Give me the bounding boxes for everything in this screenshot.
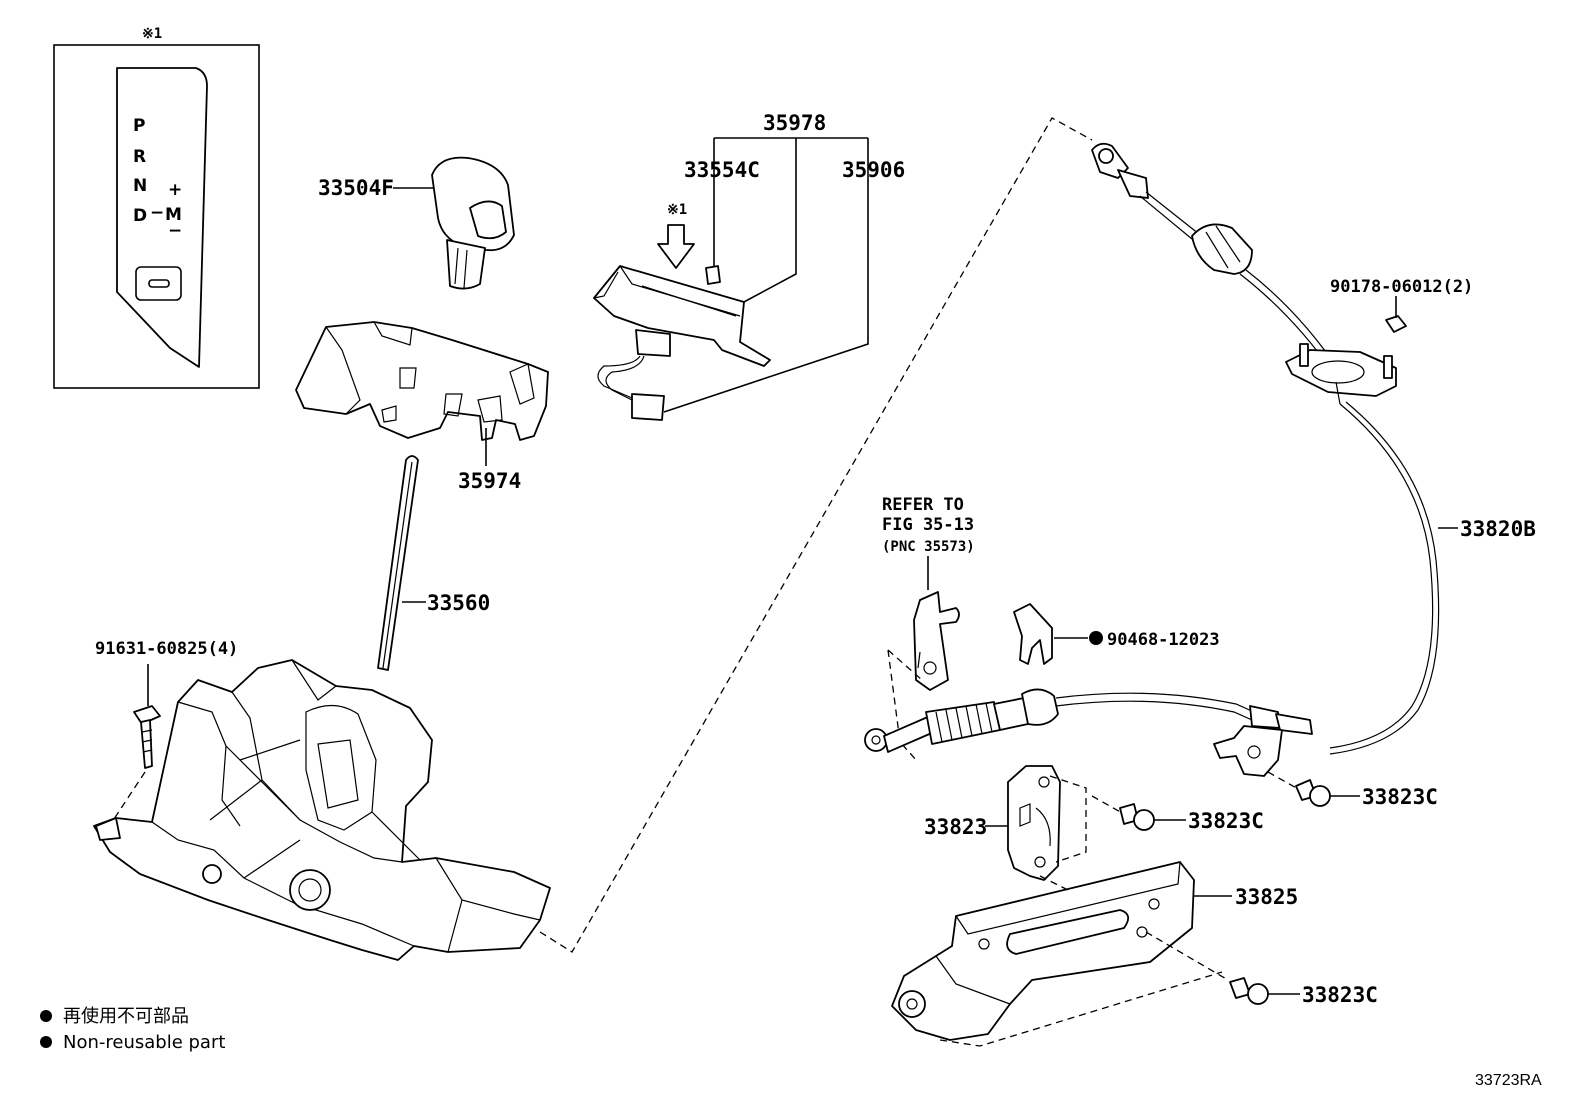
gate-r: R [133, 147, 146, 167]
label-shift-lever: 33560 [427, 591, 490, 615]
gate-minus: − [168, 221, 182, 241]
refer-line1: REFER TO [882, 495, 964, 515]
gate-m: M [165, 205, 182, 225]
label-retainer: 33823 [924, 815, 987, 839]
inset-shift-plate: ※1 P R N D + M − − [53, 26, 260, 389]
inset-frame [53, 44, 260, 389]
label-cable-bolt-a: 33823C [1362, 785, 1438, 809]
label-cable-nut: 90178-06012(2) [1330, 277, 1473, 297]
shift-lever [377, 455, 419, 671]
dash-support-bracket [939, 875, 1229, 1047]
support-bracket [891, 861, 1195, 1041]
shift-knob [431, 156, 515, 290]
indicator-housing [295, 321, 549, 441]
label-support-bracket: 33825 [1235, 885, 1298, 909]
dash-lever-bolt [111, 771, 146, 823]
label-lever-bolt: 91631-60825(4) [95, 639, 238, 659]
ref-code: 33723RA [1475, 1072, 1542, 1089]
refer-line2: FIG 35-13 [882, 515, 974, 535]
cable-bolt-a [1295, 779, 1331, 807]
wire-harness [597, 190, 869, 421]
plate-button-frame [135, 266, 182, 301]
dash-retainer [1049, 775, 1125, 863]
shift-arm [913, 591, 960, 691]
label-clip: 90468-12023 [1107, 630, 1220, 650]
non-reusable-dot [1089, 631, 1103, 645]
control-cable [1091, 142, 1440, 755]
gate-plus: + [168, 180, 182, 200]
bracket-bolt [1119, 803, 1155, 831]
legend-en: Non-reusable part [63, 1032, 225, 1053]
cable-nut [1385, 315, 1407, 333]
retainer [1007, 765, 1061, 881]
legend-dot-jp [40, 1010, 52, 1022]
label-switch-assy: 35978 [763, 111, 826, 135]
label-shift-knob: 33504F [318, 176, 394, 200]
clip [1013, 603, 1053, 665]
insert-arrow [657, 224, 695, 269]
legend-dot-en [40, 1036, 52, 1048]
inset-mark: ※1 [142, 26, 162, 42]
bracket-bolt-b [1229, 977, 1269, 1005]
dash-shift-arm [887, 649, 923, 763]
lever-bolt [133, 705, 161, 769]
label-bulb: 33554C [684, 158, 760, 182]
cable-end [864, 688, 1313, 777]
bulb [705, 265, 721, 285]
label-indicator-housing: 35974 [458, 469, 521, 493]
label-bracket-bolt-b: 33823C [1302, 983, 1378, 1007]
label-insert-mark: ※1 [667, 202, 687, 218]
dash-link [539, 117, 1093, 953]
leader-switch-bracket [713, 137, 869, 304]
label-control-cable: 33820B [1460, 517, 1536, 541]
plate-button-icon [148, 279, 170, 288]
gate-n: N [133, 176, 147, 196]
label-bracket-bolt: 33823C [1188, 809, 1264, 833]
gate-dash: − [150, 203, 164, 223]
label-wire: 35906 [842, 158, 905, 182]
switch-assy [593, 265, 771, 367]
legend-jp: 再使用不可部品 [63, 1006, 189, 1027]
refer-line3: (PNC 35573) [882, 539, 975, 555]
gate-p: P [133, 116, 145, 136]
shift-lever-base [93, 659, 551, 961]
dash-cable-bolt [1267, 771, 1301, 791]
position-plate [116, 67, 208, 368]
gate-d: D [133, 206, 147, 226]
